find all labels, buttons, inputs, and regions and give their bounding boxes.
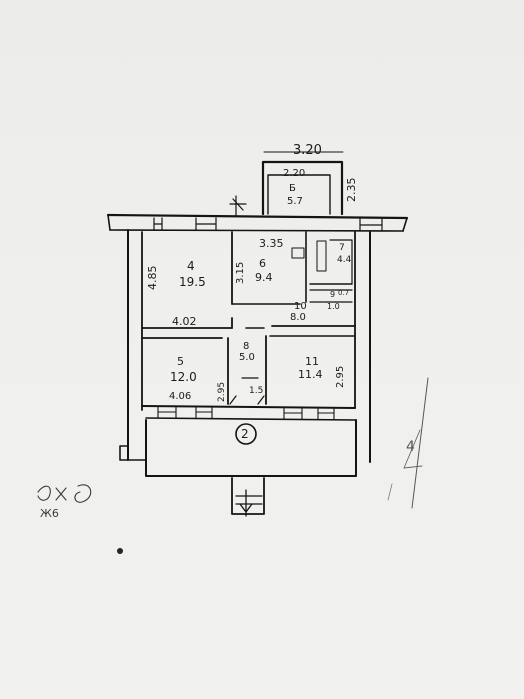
room-4-width: 4.02 — [172, 315, 197, 328]
room-b-number: Б — [289, 183, 296, 194]
room-4-height: 4.85 — [146, 265, 159, 291]
margin-note-scribble — [37, 485, 51, 501]
window-mark — [157, 406, 177, 419]
small-dimension: 1.5 — [249, 386, 264, 396]
annex-stair-mark — [229, 195, 247, 217]
room-8-height: 2.95 — [217, 381, 227, 402]
room-6-number: 6 — [259, 257, 266, 270]
room-b-width: 2.20 — [283, 168, 306, 179]
room-5-width: 4.06 — [169, 391, 192, 402]
room-9-side: 0.7 — [338, 289, 350, 297]
room-b-depth: 2.35 — [345, 177, 358, 203]
window-mark — [317, 407, 335, 420]
window-mark — [195, 406, 213, 419]
bottom-inner-wall — [141, 405, 356, 409]
room-10-area: 8.0 — [290, 312, 306, 323]
room-5-area: 12.0 — [170, 370, 197, 384]
annex-inner-outline — [267, 174, 331, 215]
room-8-number: 8 — [243, 341, 250, 352]
room-11-number: 11 — [305, 355, 319, 368]
right-margin-mark: 4 — [406, 439, 415, 455]
margin-note: Ж6 — [40, 507, 59, 520]
room-7-number: 7 — [339, 243, 345, 253]
stair-number-circle — [235, 423, 257, 445]
room-9-number: 9 — [330, 290, 336, 299]
annex-outline — [261, 160, 344, 216]
overall-width-top: 3.20 — [293, 143, 322, 158]
window-mark — [153, 217, 163, 231]
entrance-arrow — [239, 503, 253, 513]
room-11-height: 2.95 — [335, 365, 346, 388]
room9-outline — [309, 289, 353, 303]
pencil-stroke — [411, 377, 429, 509]
room-b-area: 5.7 — [287, 196, 303, 207]
room-9-area: 1.0 — [327, 302, 340, 311]
top-inner-wall — [109, 229, 404, 232]
room-4-number: 4 — [187, 259, 195, 273]
top-outer-wall — [106, 213, 409, 220]
ink-dot — [117, 548, 123, 554]
room-10-number: 10 — [294, 301, 307, 312]
room-5-number: 5 — [177, 355, 184, 368]
room-6-height: 3.15 — [235, 261, 246, 284]
window-mark — [283, 407, 303, 420]
window-mark — [359, 218, 383, 232]
room-11-area: 11.4 — [298, 368, 323, 381]
entrance-steps — [235, 489, 263, 517]
stair-hall-outline — [145, 419, 357, 477]
room-8-area: 5.0 — [239, 352, 255, 363]
room-4-area: 19.5 — [179, 275, 206, 289]
room-6-area: 9.4 — [255, 271, 273, 284]
bath-fixture — [316, 240, 327, 272]
room-7-area: 4.4 — [337, 255, 352, 265]
stair-hall-number: 2 — [241, 427, 249, 441]
window-mark — [195, 217, 217, 231]
entrance-porch — [231, 477, 265, 515]
room7-outline — [329, 239, 353, 285]
fixture-mark — [291, 247, 305, 259]
room-6-width: 3.35 — [259, 237, 284, 250]
